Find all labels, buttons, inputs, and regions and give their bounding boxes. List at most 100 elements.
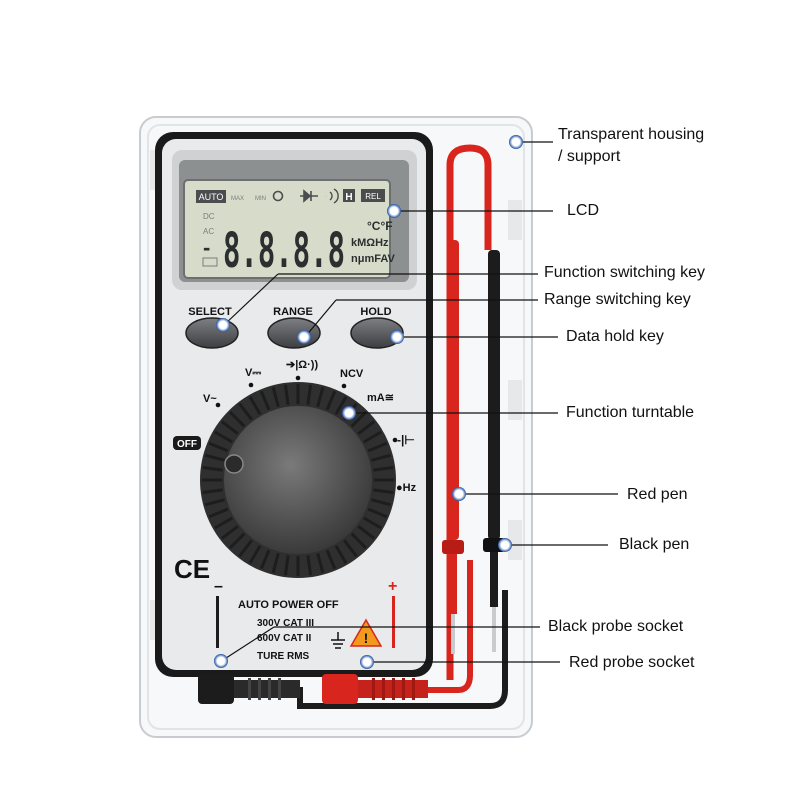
- dial-label-off: OFF: [177, 439, 197, 450]
- dial-rib: [208, 441, 229, 453]
- true-rms-text: TURE RMS: [257, 651, 310, 662]
- warning-icon: [349, 618, 383, 647]
- dial-rib: [306, 555, 313, 576]
- red-socket-marker: [360, 655, 374, 669]
- range-button[interactable]: [267, 317, 321, 349]
- positive-terminal-sign: +: [388, 578, 397, 595]
- dial-rib: [214, 516, 233, 530]
- callout-housing-line1: Transparent housing: [558, 126, 705, 143]
- black-socket-marker: [214, 654, 228, 668]
- auto-power-off-text: AUTO POWER OFF: [238, 599, 339, 611]
- dial-label-v-dc: V⎓: [245, 367, 261, 379]
- dial-labels: V⎓ ➔|Ω·)) NCV mA≅ V~ -|⊢ ●Hz OFF: [173, 359, 417, 494]
- dial-rib: [271, 553, 280, 574]
- dial-rib: [350, 532, 367, 549]
- dial-rib: [202, 488, 223, 495]
- dial-label-capacitance: -|⊢: [397, 433, 415, 447]
- dial-rib: [371, 453, 392, 462]
- dial-rib: [248, 396, 262, 415]
- dial-rib: [229, 411, 246, 428]
- dial-rib: [325, 390, 337, 411]
- dial-rib: [316, 553, 325, 574]
- callout-markers: [214, 135, 523, 669]
- lcd-dc-indicator: DC: [203, 212, 215, 221]
- dial-rib: [363, 516, 382, 530]
- dial-label-diode-ohm: ➔|Ω·)): [286, 359, 318, 371]
- callout-black-socket: Black probe socket: [548, 618, 684, 635]
- leader-lines: [222, 141, 618, 663]
- dial-rib: [238, 539, 253, 558]
- dial-rib: [306, 384, 313, 405]
- dial-label-ncv: NCV: [340, 368, 364, 380]
- dial-rib: [373, 488, 394, 495]
- function-turntable[interactable]: [200, 382, 396, 578]
- bottom-panel: CE – + AUTO POWER OFF 300V CAT III 600V …: [174, 554, 397, 662]
- lcd-ac-indicator: AC: [203, 227, 214, 236]
- dial-rib: [204, 453, 225, 462]
- ground-icon: [331, 632, 345, 649]
- dial-rib: [334, 545, 348, 564]
- dial-label-v-ac: V~: [203, 393, 217, 405]
- dial-rib: [238, 402, 253, 421]
- black-pen-marker: [498, 538, 512, 552]
- lcd-screen: AUTO MAX MIN H REL DC AC - 8.8.8.8 °C°F …: [183, 179, 395, 279]
- callout-red-socket: Red probe socket: [569, 654, 695, 671]
- lcd-rel-indicator: REL: [365, 192, 381, 201]
- callout-housing-line2: / support: [558, 148, 621, 165]
- lcd-max-indicator: MAX: [231, 196, 244, 202]
- dial-rib: [204, 498, 225, 507]
- dial-rib: [259, 390, 271, 411]
- dial-pointer-dot: [224, 454, 244, 474]
- callout-hold-key: Data hold key: [566, 328, 664, 345]
- lcd-battery-icon: [202, 257, 218, 267]
- callout-function-key: Function switching key: [544, 264, 705, 281]
- turntable-marker: [342, 406, 356, 420]
- dial-rib: [367, 507, 388, 519]
- dial-rib: [259, 549, 271, 570]
- dial-rib: [343, 539, 358, 558]
- probe-leads: [210, 144, 508, 709]
- hold-button-label: HOLD: [360, 306, 391, 318]
- lcd-auto-indicator: AUTO: [199, 192, 224, 202]
- dial-rib: [363, 430, 382, 444]
- dial-rib: [334, 396, 348, 415]
- select-button[interactable]: [185, 317, 239, 349]
- dial-rib: [350, 411, 367, 428]
- lcd-misc-units: nμmFAV: [351, 253, 395, 265]
- select-button-label: SELECT: [188, 306, 232, 318]
- lcd-temp-units: °C°F: [367, 219, 393, 233]
- lcd-min-indicator: MIN: [255, 196, 266, 202]
- dial-rib: [357, 525, 376, 540]
- lcd-hold-indicator: H: [345, 192, 352, 203]
- dial-rib: [208, 507, 229, 519]
- red-pen-marker: [452, 487, 466, 501]
- callout-red-pen: Red pen: [627, 486, 688, 503]
- probe-plugs: [198, 674, 428, 704]
- lcd-minus-sign: -: [203, 235, 210, 260]
- cat-ii-rating: 600V CAT II: [257, 633, 311, 644]
- dial-rib: [248, 545, 262, 564]
- dial-label-ma: mA≅: [367, 392, 394, 404]
- function-buttons: SELECT RANGE HOLD: [185, 306, 404, 349]
- dial-rib: [316, 386, 325, 407]
- lcd-digits: 8.8.8.8: [223, 223, 345, 279]
- cat-iii-rating: 300V CAT III: [257, 618, 314, 629]
- lcd-buzzer-icon: [325, 188, 339, 204]
- dial-rib: [371, 498, 392, 507]
- hold-key-marker: [390, 330, 404, 344]
- ce-mark: CE: [174, 554, 210, 584]
- lcd-diode-icon: [300, 189, 318, 203]
- lcd-ohm-units: kMΩHz: [351, 237, 389, 249]
- range-key-marker: [297, 330, 311, 344]
- dial-ribs: [202, 384, 394, 576]
- dial-rib: [202, 465, 223, 472]
- dial-rib: [271, 386, 280, 407]
- callout-range-key: Range switching key: [544, 291, 691, 308]
- dial-rib: [373, 465, 394, 472]
- lcd-auto-off-icon: [272, 190, 284, 202]
- hold-button[interactable]: [350, 317, 404, 349]
- dial-rib: [283, 384, 290, 405]
- dial-rib: [220, 525, 239, 540]
- housing-marker: [509, 135, 523, 149]
- dial-rib: [229, 532, 246, 549]
